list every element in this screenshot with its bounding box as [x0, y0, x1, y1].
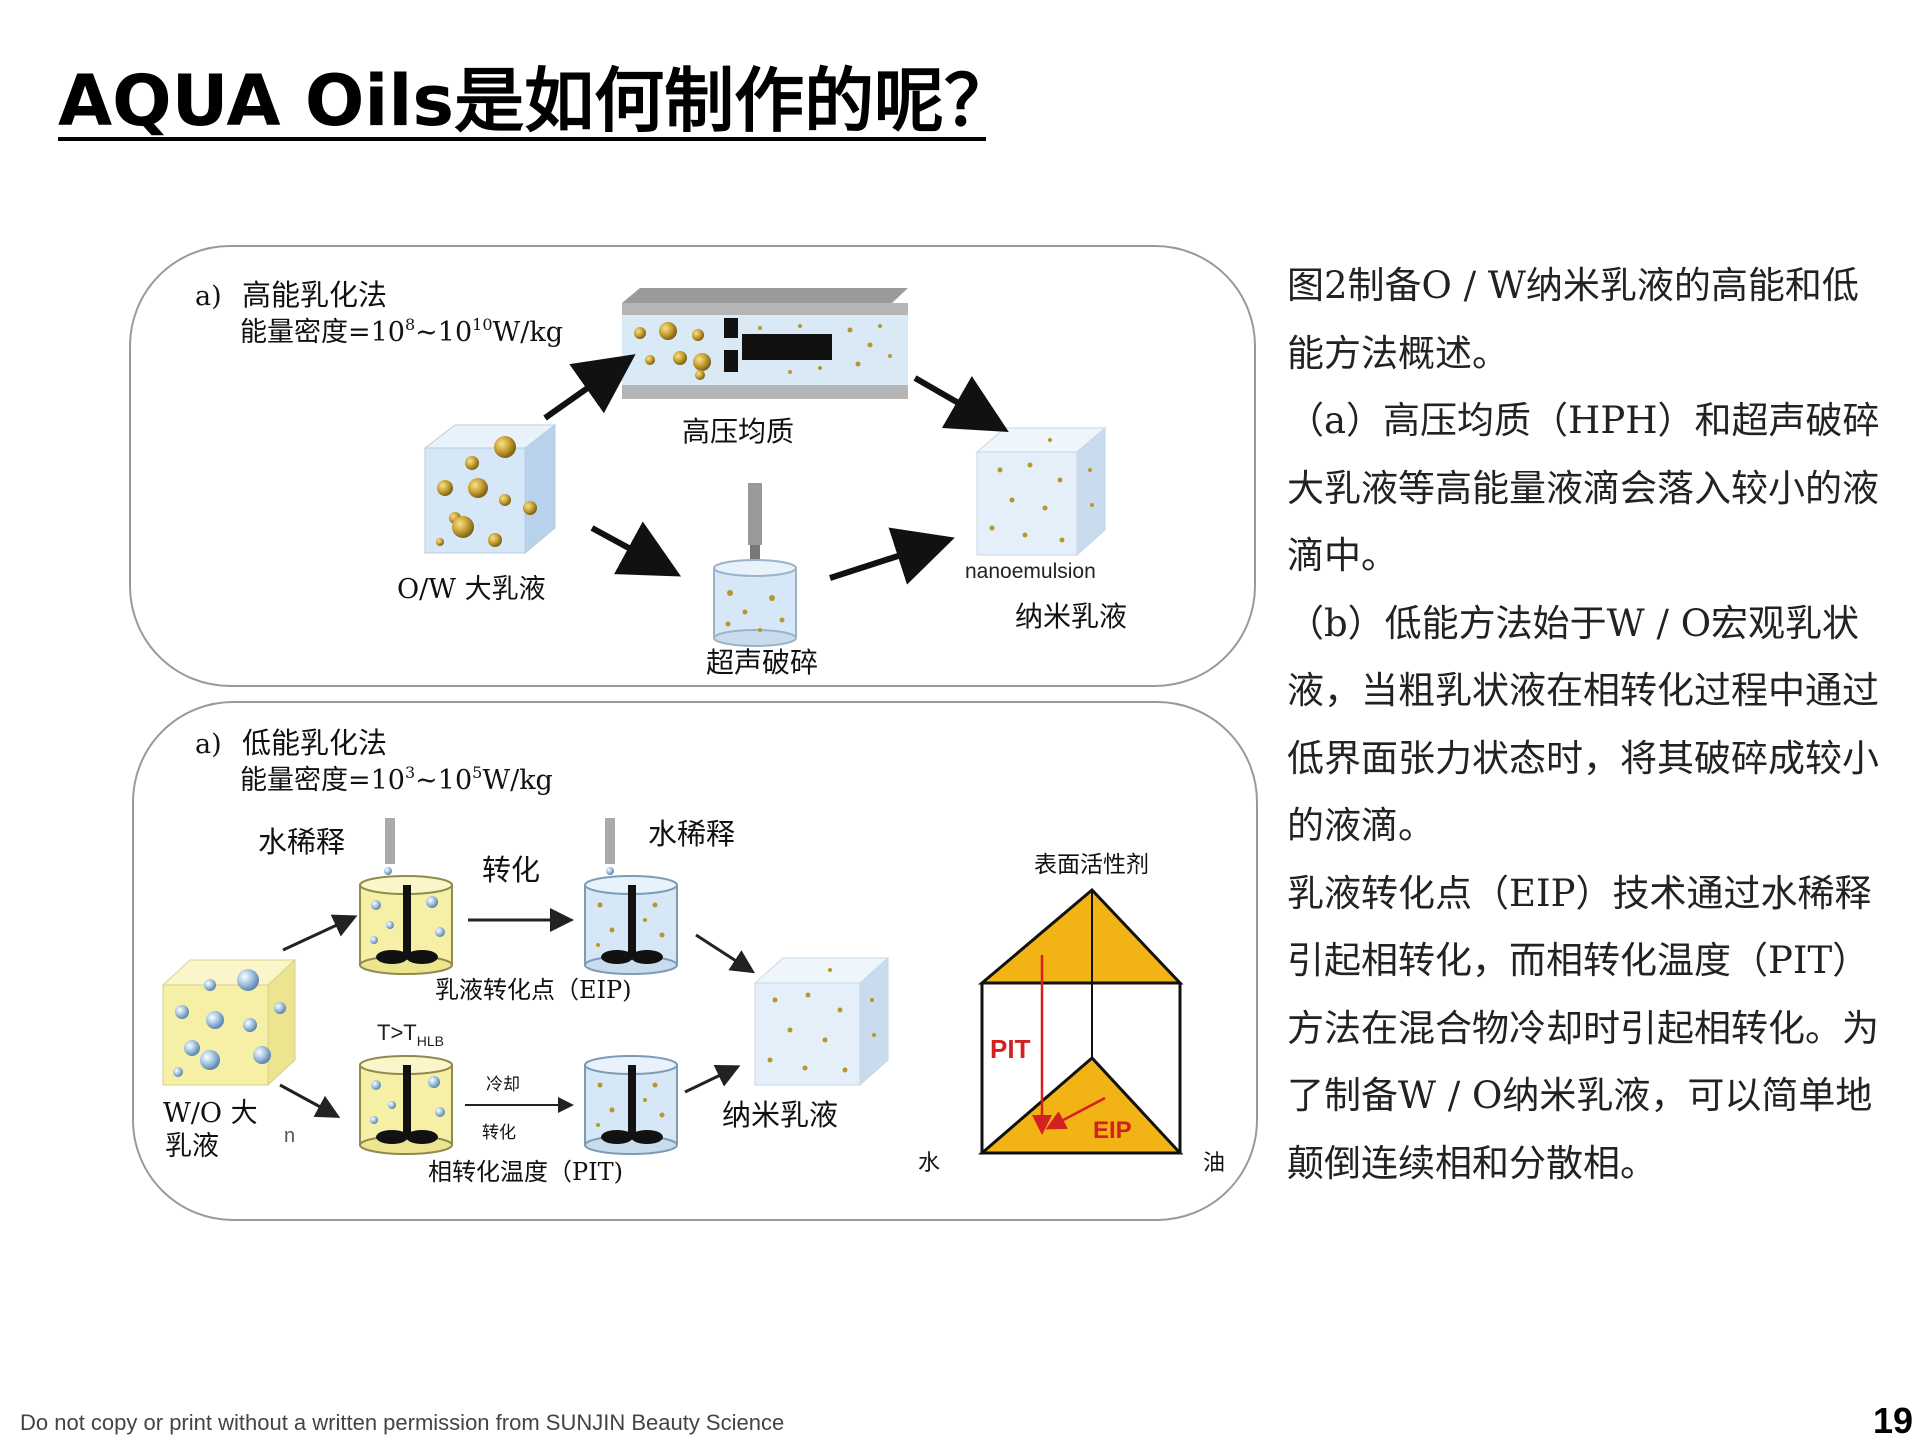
water-dilution-label-right: 水稀释 [648, 817, 735, 851]
arrow-wo-to-pit [279, 1083, 341, 1118]
water-dilution-label-left: 水稀释 [258, 825, 345, 859]
prism-bottom-triangle [977, 1055, 1184, 1155]
copyright-footer: Do not copy or print without a written p… [20, 1410, 785, 1435]
eip-arrow [1045, 1096, 1106, 1130]
pit-beaker-oil [359, 1055, 453, 1155]
low-energy-method-title: 低能乳化法 [242, 726, 387, 760]
low-energy-nanoemulsion-cube [753, 956, 890, 1087]
low-energy-density: 能量密度=103~105W/kg [240, 763, 553, 796]
water-vertex-label: 水 [918, 1151, 940, 1176]
arrow-hph-to-nano [913, 375, 1009, 432]
low-energy-panel: a) 低能乳化法 能量密度=103~105W/kg 水稀释 水稀释 转化 W/O… [132, 701, 1258, 1221]
temperature-condition-label: T>THLB [377, 1020, 444, 1049]
pit-beaker-water [584, 1055, 678, 1155]
figure-description: 图2制备O / W纳米乳液的高能和低能方法概述。 （a）高压均质（HPH）和超声… [1287, 252, 1887, 1197]
conversion-label: 转化 [482, 853, 540, 887]
high-energy-panel: a) 高能乳化法 能量密度=108~1010W/kg [129, 245, 1256, 687]
eip-arrow-label: EIP [1093, 1117, 1132, 1144]
high-energy-density: 能量密度=108~1010W/kg [240, 315, 563, 348]
arrow-macro-to-hph [543, 354, 636, 421]
arrow-eip-to-nano [695, 933, 756, 974]
pit-arrow-label: PIT [990, 1034, 1031, 1064]
nanoemulsion-label: 纳米乳液 [1015, 600, 1127, 633]
high-energy-frame [129, 245, 1256, 687]
eip-beaker-oil [359, 818, 453, 975]
stray-fragment-n: n [284, 1125, 295, 1147]
arrow-pit-to-nano [684, 1064, 741, 1094]
surfactant-label: 表面活性剂 [1034, 852, 1149, 878]
arrow-wo-to-eip [282, 914, 358, 952]
arrow-ultrasonic-to-nano [829, 527, 955, 585]
conversion-small-label: 转化 [482, 1123, 516, 1143]
description-paragraph: 乳液转化点（EIP）技术通过水稀释引起相转化，而相转化温度（PIT）方法在混合物… [1287, 871, 1879, 1185]
ow-macroemulsion-cube [423, 423, 557, 555]
pit-label: 相转化温度（PIT) [428, 1158, 623, 1186]
high-energy-label-a: a) [195, 281, 222, 312]
nanoemulsion-en-label: nanoemulsion [965, 560, 1096, 583]
ultrasonic-illustration [713, 483, 797, 647]
hph-label: 高压均质 [682, 415, 794, 448]
arrow-macro-to-ultrasonic [590, 521, 682, 577]
ultrasonic-label: 超声破碎 [706, 646, 818, 679]
wo-macroemulsion-cube [161, 958, 297, 1087]
wo-macroemulsion-label-line1: W/O 大 [163, 1098, 258, 1129]
description-paragraph: （b）低能方法始于W / O宏观乳状液，当粗乳状液在相转化过程中通过低界面张力状… [1287, 601, 1879, 848]
cooling-label: 冷却 [486, 1075, 520, 1095]
description-paragraph: 图2制备O / W纳米乳液的高能和低能方法概述。 [1287, 264, 1859, 375]
hph-homogenizer-illustration [622, 288, 908, 399]
low-energy-nanoemulsion-label: 纳米乳液 [722, 1098, 838, 1132]
nanoemulsion-cube [975, 426, 1107, 557]
ow-macroemulsion-label: O/W 大乳液 [397, 574, 546, 605]
eip-label: 乳液转化点（EIP) [435, 976, 632, 1004]
phase-prism-diagram: PIT EIP [977, 887, 1184, 1155]
prism-top-triangle [977, 887, 1184, 985]
title-underline [58, 137, 986, 141]
wo-macroemulsion-label-line2: 乳液 [165, 1131, 219, 1162]
description-paragraph: （a）高压均质（HPH）和超声破碎大乳液等高能量液滴会落入较小的液滴中。 [1287, 399, 1880, 577]
eip-beaker-water [584, 818, 678, 975]
oil-vertex-label: 油 [1203, 1151, 1225, 1176]
low-energy-label-a: a) [195, 729, 222, 760]
slide-title: AQUA Oils是如何制作的呢？ [58, 60, 1015, 142]
high-energy-method-title: 高能乳化法 [242, 278, 387, 312]
page-number: 19 [1873, 1400, 1914, 1441]
